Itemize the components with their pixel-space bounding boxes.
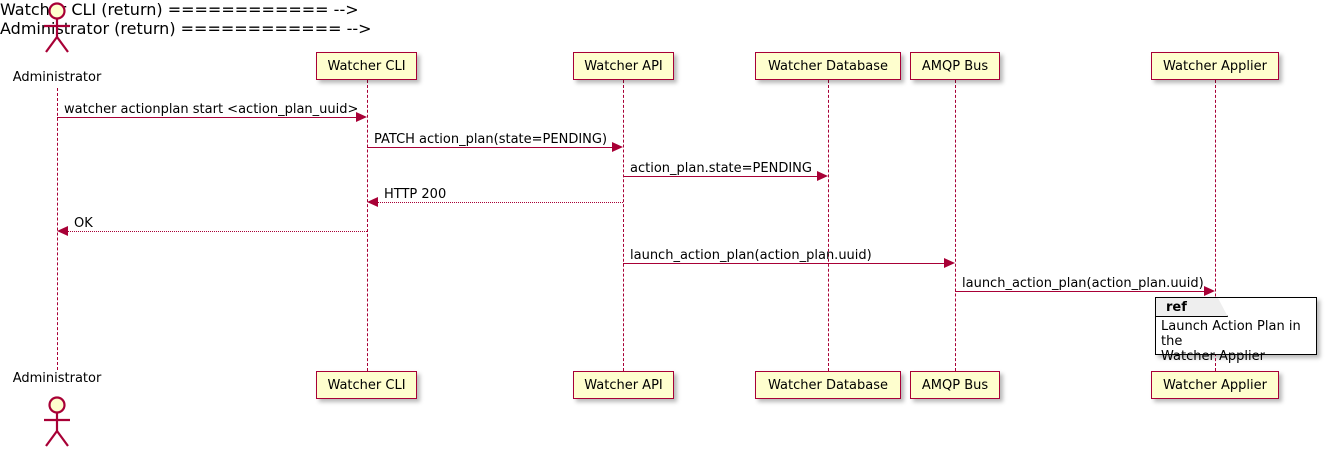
participant-label: Watcher Database <box>768 377 888 393</box>
message-6-line <box>623 263 944 264</box>
message-4-line <box>378 202 623 203</box>
participant-watcher-applier-top[interactable]: Watcher Applier <box>1151 52 1279 80</box>
actor-stick-figure-icon <box>44 396 70 447</box>
lifeline-watcher-api <box>622 80 624 371</box>
message-1-line <box>57 117 356 118</box>
participant-watcher-cli-top[interactable]: Watcher CLI <box>316 52 417 80</box>
ref-fragment-body: Launch Action Plan in the Watcher Applie… <box>1161 319 1313 364</box>
lifeline-amqp-bus <box>954 80 956 371</box>
message-2-arrowhead-icon <box>612 142 623 152</box>
actor-administrator-bottom[interactable] <box>36 396 78 448</box>
message-5-line <box>68 231 367 232</box>
actor-administrator-top[interactable] <box>36 2 78 54</box>
participant-label: AMQP Bus <box>921 58 989 74</box>
message-7-arrowhead-icon <box>1204 286 1215 296</box>
message-3-label: action_plan.state=PENDING <box>630 161 812 176</box>
message-6-arrowhead-icon <box>944 258 955 268</box>
participant-label: AMQP Bus <box>921 377 989 393</box>
message-3-arrowhead-icon <box>817 171 828 181</box>
message-7-line <box>955 291 1204 292</box>
participant-amqp-bus-top[interactable]: AMQP Bus <box>910 52 1000 80</box>
participant-amqp-bus-bottom[interactable]: AMQP Bus <box>910 371 1000 399</box>
message-1-label: watcher actionplan start <action_plan_uu… <box>64 102 359 117</box>
actor-label-administrator-bottom: Administrator <box>12 371 102 386</box>
participant-label: Watcher CLI <box>327 377 406 393</box>
message-2-line <box>367 147 612 148</box>
participant-label: Watcher API <box>584 377 663 393</box>
participant-label: Watcher Applier <box>1163 377 1267 393</box>
actor-stick-figure-icon <box>44 2 70 53</box>
participant-watcher-api-top[interactable]: Watcher API <box>573 52 674 80</box>
ref-fragment-body-line-2: Watcher Applier <box>1161 349 1265 364</box>
actor-label-administrator-top: Administrator <box>12 70 102 85</box>
participant-watcher-api-bottom[interactable]: Watcher API <box>573 371 674 399</box>
message-6-label: launch_action_plan(action_plan.uuid) <box>630 248 872 263</box>
message-3-line <box>623 176 817 177</box>
participant-watcher-database-bottom[interactable]: Watcher Database <box>755 371 901 399</box>
participant-watcher-database-top[interactable]: Watcher Database <box>755 52 901 80</box>
lifeline-watcher-cli <box>366 80 368 371</box>
message-1-arrowhead-icon <box>356 112 367 122</box>
participant-label: Watcher Database <box>768 58 888 74</box>
message-4-label: HTTP 200 <box>384 187 447 202</box>
participant-label: Watcher CLI <box>327 58 406 74</box>
participant-watcher-applier-bottom[interactable]: Watcher Applier <box>1151 371 1279 399</box>
participant-label: Watcher API <box>584 58 663 74</box>
message-4-arrowhead-icon <box>367 197 378 207</box>
participant-label: Watcher Applier <box>1163 58 1267 74</box>
message-2-label: PATCH action_plan(state=PENDING) <box>374 132 608 147</box>
message-7-label: launch_action_plan(action_plan.uuid) <box>962 276 1204 291</box>
ref-fragment-tab-label: ref <box>1156 298 1228 317</box>
lifeline-watcher-applier <box>1214 80 1216 371</box>
message-5-arrowhead-icon <box>57 226 68 236</box>
lifeline-watcher-database <box>827 80 829 371</box>
ref-fragment-body-line-1: Launch Action Plan in the <box>1161 319 1301 349</box>
participant-watcher-cli-bottom[interactable]: Watcher CLI <box>316 371 417 399</box>
message-5-label: OK <box>74 216 93 231</box>
ref-fragment-launch-action-plan[interactable]: ref Launch Action Plan in the Watcher Ap… <box>1155 297 1317 364</box>
